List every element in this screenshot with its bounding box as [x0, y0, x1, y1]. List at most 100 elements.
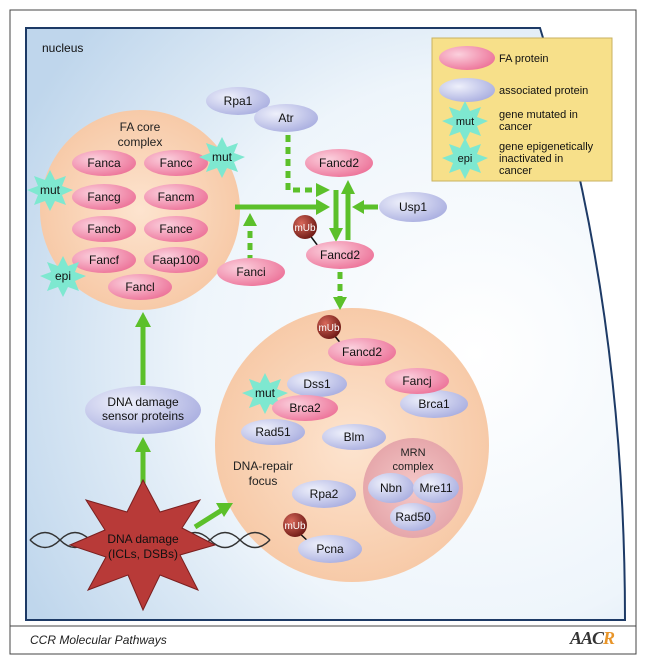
protein-fancg — [72, 184, 136, 210]
mrn-label-1: MRN — [400, 447, 425, 459]
protein-fancl-label: Fancl — [125, 280, 154, 294]
mrn-label-2: complex — [393, 461, 434, 473]
protein-fancc — [144, 150, 208, 176]
legend-fa-swatch — [439, 46, 495, 70]
legend-epi-label-3: cancer — [499, 165, 532, 177]
protein-fanca-label: Fanca — [87, 156, 121, 170]
protein-rpa1-label: Rpa1 — [224, 94, 253, 108]
protein-fancg-label: Fancg — [87, 190, 120, 204]
arrow-atr — [285, 135, 318, 193]
fa-core-label-1: FA core — [120, 120, 161, 134]
protein-fancf — [72, 247, 136, 273]
dna-damage-burst-icon — [68, 478, 217, 612]
sensor-label-1: DNA damage — [107, 395, 179, 409]
protein-fancf-label: Fancf — [89, 253, 120, 267]
protein-brca2 — [272, 395, 338, 421]
arrowhead-atr — [316, 183, 330, 197]
protein-fancd2-mub-label: Fancd2 — [320, 248, 360, 262]
fa-core-proteins: Fanca Fancc Fancg Fancm Fancb Fance Fanc… — [72, 150, 208, 300]
mub-badge-3 — [283, 513, 307, 537]
legend-epi-marker: epi — [458, 153, 473, 165]
arrowhead-damage-focus — [216, 503, 233, 517]
legend-epi-label-1: gene epigenetically — [499, 141, 594, 153]
protein-faap100-label: Faap100 — [152, 253, 200, 267]
mub-label-1: mUb — [294, 223, 316, 234]
protein-fancd2-mub — [306, 241, 374, 269]
protein-fancd2-top — [305, 149, 373, 177]
protein-fancl — [108, 274, 172, 300]
protein-fancd2-focus-label: Fancd2 — [342, 345, 382, 359]
arrow-damage-to-focus — [193, 507, 224, 530]
mub-label-2: mUb — [318, 323, 340, 334]
mut-star-fancc-icon — [199, 137, 245, 178]
protein-usp1 — [379, 192, 447, 222]
damage-label-1: DNA damage — [107, 532, 179, 546]
protein-dss1 — [287, 371, 347, 397]
protein-rpa1 — [206, 87, 270, 115]
logo-accent-text: R — [603, 628, 615, 648]
protein-fancj-label: Fancj — [402, 374, 431, 388]
protein-rad51-label: Rad51 — [255, 425, 291, 439]
protein-fancj — [385, 368, 449, 394]
legend-mut-label-1: gene mutated in — [499, 109, 578, 121]
protein-fanci — [217, 258, 285, 286]
mub-label-3: mUb — [284, 521, 306, 532]
mut-label-brca2: mut — [255, 386, 276, 400]
legend-epi-label-2: inactivated in — [499, 153, 563, 165]
protein-fance — [144, 216, 208, 242]
arrowhead-focus — [333, 297, 347, 310]
protein-fancb — [72, 216, 136, 242]
protein-rad51 — [241, 419, 305, 445]
arrowhead-sensor — [135, 312, 151, 327]
mut-label-fancc: mut — [212, 150, 233, 164]
legend-epi-star-icon — [442, 138, 488, 179]
protein-fancm-label: Fancm — [158, 190, 195, 204]
legend-mut-label-2: cancer — [499, 121, 532, 133]
protein-brca1-label: Brca1 — [418, 397, 450, 411]
arrowhead-usp1 — [352, 200, 364, 214]
legend-mut-star-icon — [442, 101, 488, 142]
mut-label-fancg: mut — [40, 183, 61, 197]
protein-fanca — [72, 150, 136, 176]
protein-brca1 — [400, 390, 468, 418]
logo-main-text: AAC — [570, 628, 604, 648]
focus-label-1: DNA-repair — [233, 459, 293, 473]
protein-fance-label: Fance — [159, 222, 193, 236]
protein-fancb-label: Fancb — [87, 222, 121, 236]
protein-rad50-label: Rad50 — [395, 510, 431, 524]
protein-fancd2-top-label: Fancd2 — [319, 156, 359, 170]
focus-proteins: Fancd2 mUb Dss1 Brca1 Fancj mut Brca2 Ra… — [241, 315, 468, 563]
arrowhead-down — [329, 228, 343, 242]
mub-badge-1 — [293, 215, 317, 239]
arrowhead-damage — [135, 437, 151, 452]
legend-assoc-swatch — [439, 78, 495, 102]
protein-blm-label: Blm — [344, 430, 365, 444]
epi-label-fancf: epi — [55, 269, 71, 283]
protein-atr — [254, 104, 318, 132]
footer-journal-title: CCR Molecular Pathways — [30, 633, 167, 647]
legend-assoc-label: associated protein — [499, 85, 588, 97]
arrowhead-fanci — [243, 213, 257, 226]
protein-rad50 — [390, 503, 436, 531]
protein-blm — [322, 424, 386, 450]
legend-fa-label: FA protein — [499, 53, 549, 65]
protein-nbn — [368, 473, 414, 503]
protein-fancd2-focus — [328, 338, 396, 366]
mut-star-fancg-icon — [27, 170, 73, 211]
legend: FA protein associated protein mut gene m… — [431, 37, 613, 182]
protein-rpa2 — [292, 480, 356, 508]
protein-rpa2-label: Rpa2 — [310, 487, 339, 501]
protein-pcna — [298, 535, 362, 563]
protein-nbn-label: Nbn — [380, 481, 402, 495]
fa-core-label-2: complex — [118, 135, 163, 149]
core-markers: mut mut epi — [27, 137, 245, 297]
sensor-proteins — [85, 386, 201, 434]
epi-star-fancf-icon — [40, 256, 86, 297]
protein-fancm — [144, 184, 208, 210]
protein-dss1-label: Dss1 — [303, 377, 331, 391]
sensor-label-2: sensor proteins — [102, 409, 184, 423]
nucleus-label: nucleus — [42, 41, 83, 55]
damage-label-2: (ICLs, DSBs) — [108, 547, 178, 561]
